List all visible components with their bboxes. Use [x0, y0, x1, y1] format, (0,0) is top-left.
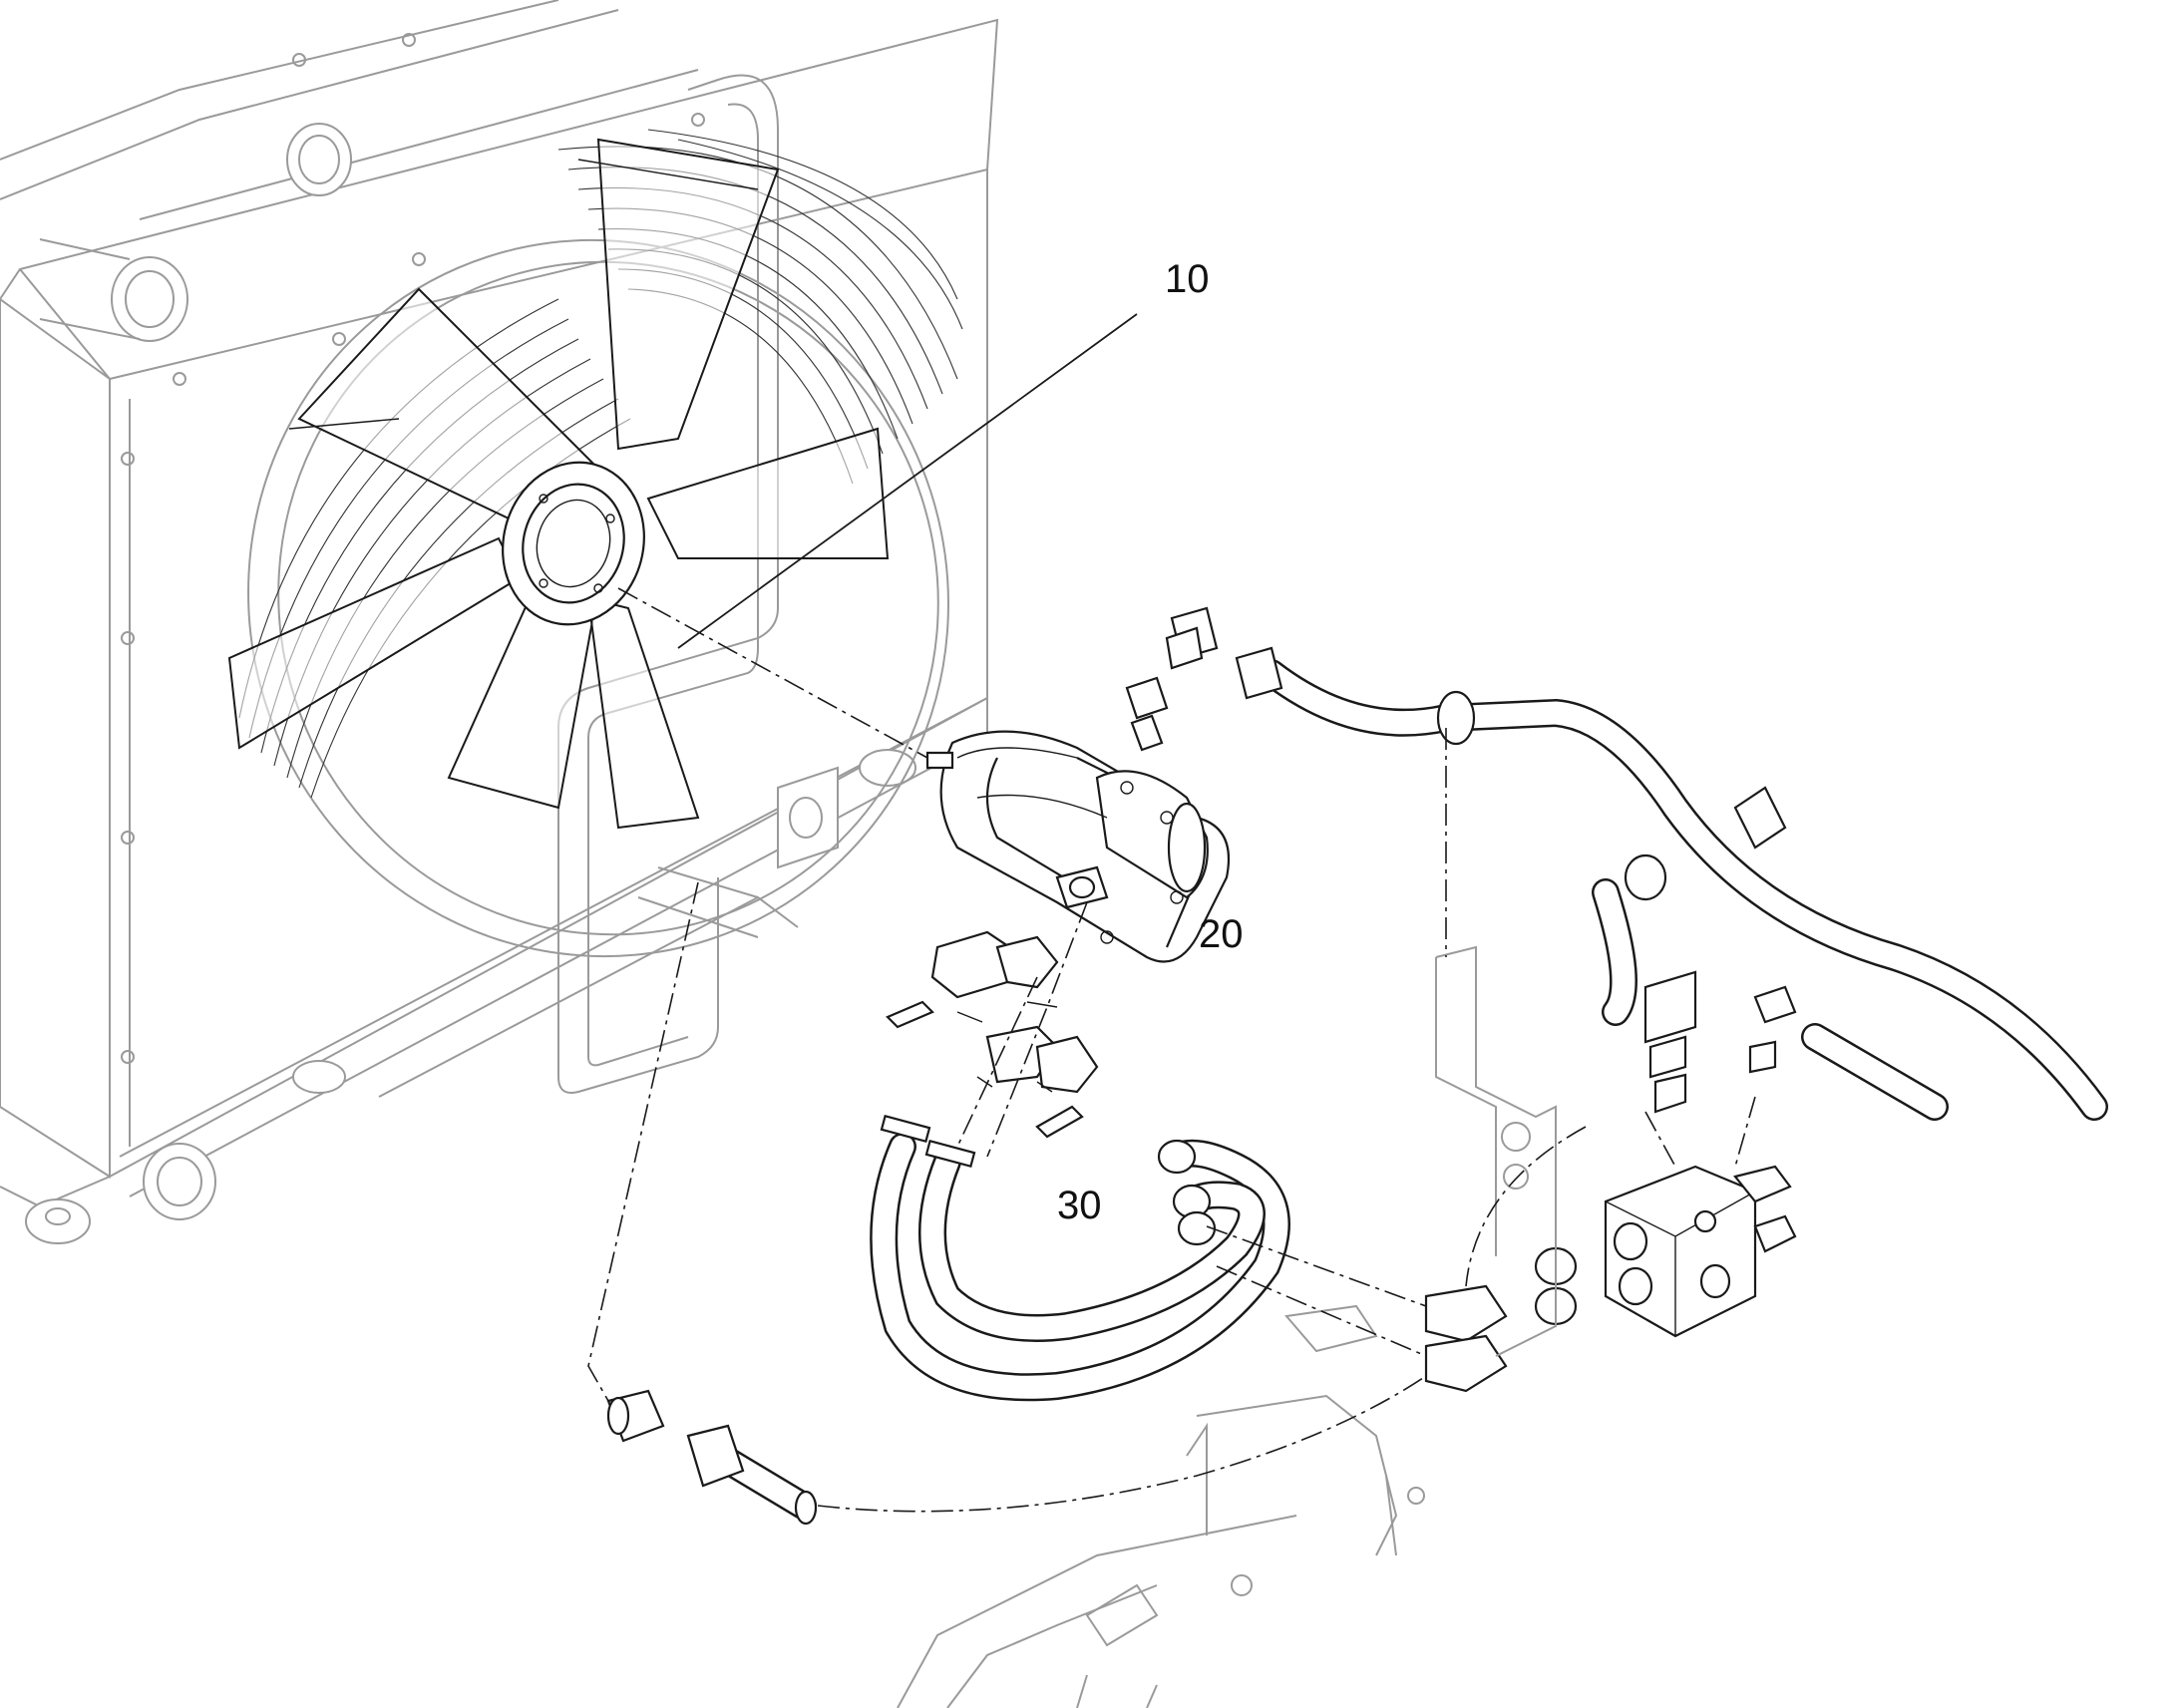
callout-hydraulic-motor: 20 — [1199, 912, 1244, 956]
return-hose-end — [606, 1389, 818, 1526]
assembly-center-lines — [587, 587, 1756, 1513]
hydraulic-motor — [925, 730, 1231, 963]
leader-lines — [677, 313, 1138, 649]
fan-assembly — [227, 129, 963, 830]
motor-mounting-hardware — [886, 930, 1099, 1139]
chassis-frame — [897, 945, 1557, 1708]
callout-fan: 10 — [1165, 257, 1210, 301]
upper-hose-and-fittings — [1125, 606, 2108, 1121]
hose-assembly — [870, 1114, 1290, 1402]
valve-block — [1424, 1165, 1797, 1393]
callouts: 10 20 30 — [1057, 257, 1244, 1227]
radiator-housing — [0, 0, 999, 1244]
callout-hose-assembly: 30 — [1057, 1184, 1102, 1227]
right-fittings — [1592, 854, 1949, 1121]
